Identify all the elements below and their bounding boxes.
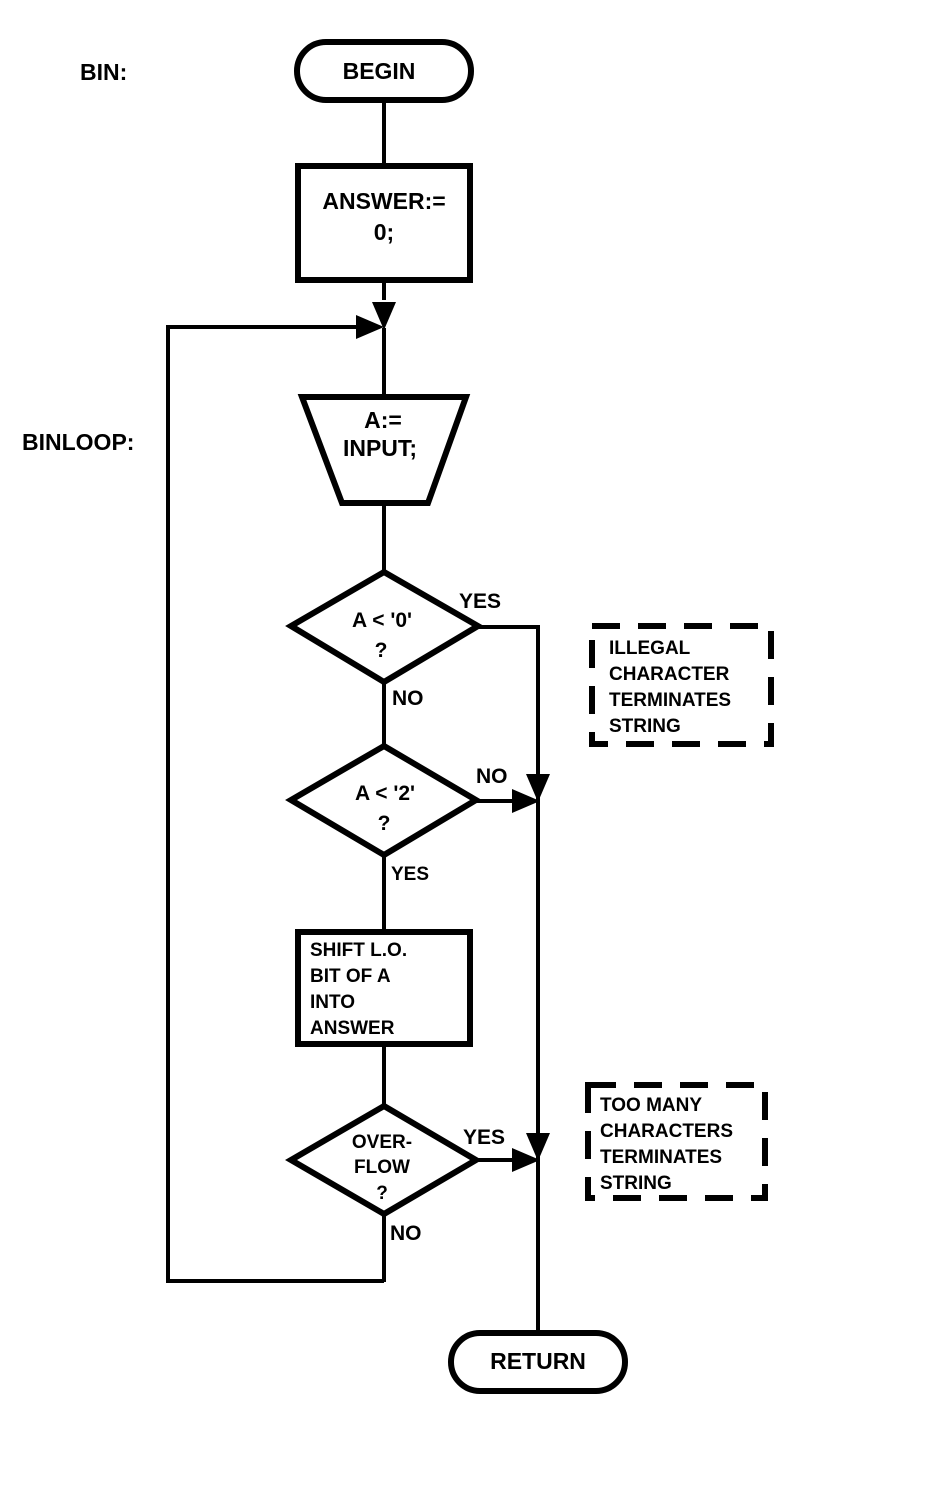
note-too-many-characters: TOO MANY CHARACTERS TERMINATES STRING: [585, 1082, 768, 1201]
connector-loop-back: [166, 325, 384, 1283]
node-overflow-line1: OVER-: [352, 1132, 412, 1153]
arrowhead-down-exit2: [526, 1133, 550, 1161]
node-input-line1: A:=: [364, 407, 402, 433]
node-begin: BEGIN: [294, 39, 474, 103]
node-begin-label: BEGIN: [343, 58, 416, 84]
node-lt2-line2: ?: [378, 812, 391, 835]
node-shift-line2: BIT OF A: [310, 966, 391, 987]
node-lt0-line1: A < '0': [352, 609, 412, 632]
node-init: ANSWER:= 0;: [295, 163, 473, 283]
node-decision-lt2: A < '2' ?: [285, 742, 482, 859]
edge-lt0-no-label: NO: [392, 687, 424, 710]
arrowhead-right-overflow: [512, 1148, 540, 1172]
node-shift-line4: ANSWER: [310, 1018, 395, 1039]
arrowhead-right-lt2: [512, 789, 540, 813]
node-overflow-line2: FLOW: [354, 1157, 410, 1178]
node-decision-overflow: OVER- FLOW ?: [285, 1102, 482, 1218]
note-toomany-line3: TERMINATES: [600, 1147, 722, 1168]
node-return-label: RETURN: [490, 1348, 586, 1374]
node-overflow-line3: ?: [376, 1183, 388, 1204]
edge-lt2-no-label: NO: [476, 765, 508, 788]
node-shift-line1: SHIFT L.O.: [310, 940, 407, 961]
edge-lt0-yes-label: YES: [459, 590, 501, 613]
arrowhead-down-exit1: [526, 774, 550, 802]
node-shift-line3: INTO: [310, 992, 355, 1013]
note-toomany-line1: TOO MANY: [600, 1095, 702, 1116]
note-illegal-line2: CHARACTER: [609, 664, 730, 685]
node-input-line2: INPUT;: [343, 435, 417, 461]
node-return: RETURN: [448, 1330, 628, 1394]
edge-overflow-yes-label: YES: [463, 1126, 505, 1149]
node-shift: SHIFT L.O. BIT OF A INTO ANSWER: [295, 929, 473, 1047]
note-toomany-line2: CHARACTERS: [600, 1121, 733, 1142]
node-lt0-line2: ?: [375, 639, 388, 662]
node-init-line2: 0;: [374, 219, 394, 245]
label-binloop: BINLOOP:: [22, 429, 134, 455]
node-init-line1: ANSWER:=: [322, 188, 445, 214]
note-illegal-line3: TERMINATES: [609, 690, 731, 711]
arrowhead-right-loop: [356, 315, 384, 339]
label-bin: BIN:: [80, 59, 127, 85]
arrowhead-down-merge: [372, 302, 396, 330]
note-illegal-line1: ILLEGAL: [609, 638, 691, 659]
note-illegal-line4: STRING: [609, 716, 681, 737]
node-lt2-line1: A < '2': [355, 782, 415, 805]
edge-lt2-yes-label: YES: [391, 864, 429, 885]
edge-overflow-no-label: NO: [390, 1222, 422, 1245]
note-toomany-line4: STRING: [600, 1173, 672, 1194]
note-illegal-character: ILLEGAL CHARACTER TERMINATES STRING: [589, 623, 774, 747]
node-decision-lt0: A < '0' ?: [285, 568, 484, 686]
node-input: A:= INPUT;: [297, 394, 471, 506]
connector-exit-column: [478, 625, 540, 1330]
